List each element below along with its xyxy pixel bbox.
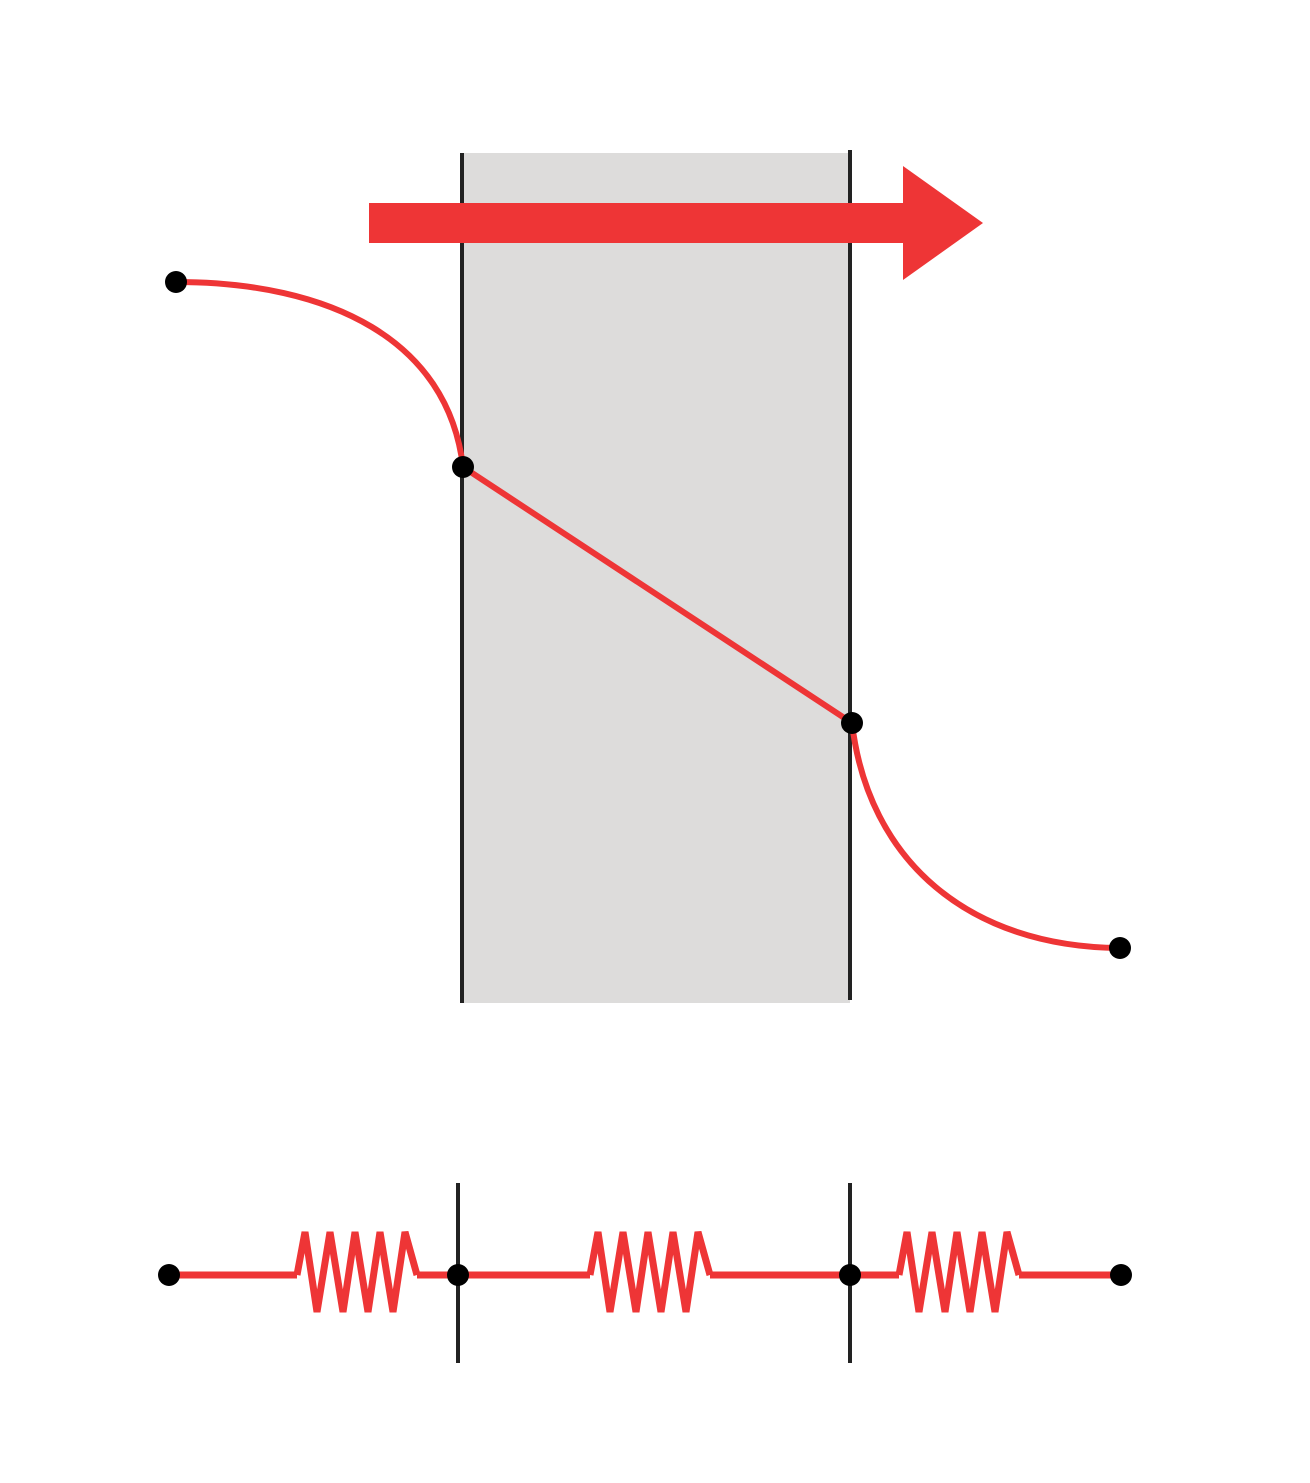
profile-wall-line xyxy=(460,464,855,726)
resistor-icon xyxy=(586,1231,714,1313)
profile-node xyxy=(1109,937,1131,959)
network-node xyxy=(1110,1264,1132,1286)
network-node xyxy=(158,1264,180,1286)
profile-node xyxy=(452,456,474,478)
profile-right-fluid-curve xyxy=(849,720,1123,951)
network-node xyxy=(839,1264,861,1286)
temperature-profile xyxy=(173,279,1123,951)
arrow-icon xyxy=(369,166,983,280)
thermal-resistor-network xyxy=(169,1231,1121,1313)
profile-left-fluid-curve xyxy=(173,279,466,470)
resistor-icon xyxy=(293,1231,421,1313)
wall-region xyxy=(462,153,850,1003)
profile-node xyxy=(841,712,863,734)
network-node xyxy=(447,1264,469,1286)
profile-node xyxy=(165,271,187,293)
resistor-icon xyxy=(895,1231,1023,1313)
